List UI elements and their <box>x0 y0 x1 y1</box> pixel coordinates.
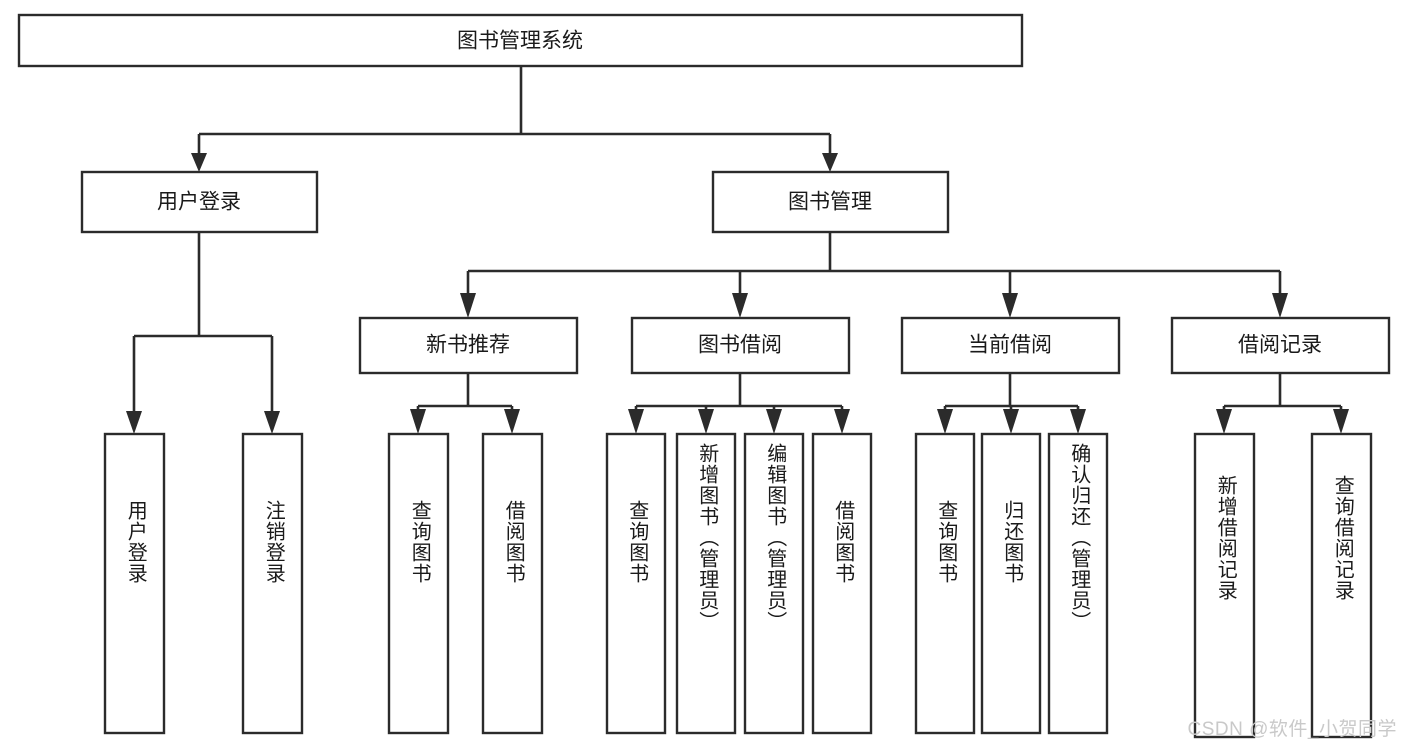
arrow-head-leaf-edit-book-admin <box>766 409 782 434</box>
node-box-leaf-edit-book-admin[interactable] <box>743 432 805 735</box>
node-label-book-borrow: 图书借阅 <box>698 334 782 357</box>
node-label-borrow-record: 借阅记录 <box>1238 334 1322 357</box>
arrow-head-current-borrow <box>1002 293 1018 318</box>
node-box-leaf-add-book-admin[interactable] <box>675 432 737 735</box>
node-box-leaf-borrow-book-rec[interactable] <box>481 432 544 735</box>
arrow-head-leaf-confirm-return-admin <box>1070 409 1086 434</box>
arrow-head-leaf-query-book-borrow <box>628 409 644 434</box>
arrow-head-leaf-add-borrow-record <box>1216 409 1232 434</box>
node-box-leaf-return-book[interactable] <box>980 432 1042 735</box>
node-box-book-borrow[interactable] <box>630 316 851 375</box>
arrow-head-leaf-query-book-current <box>937 409 953 434</box>
arrow-head-leaf-add-book-admin <box>698 409 714 434</box>
node-box-leaf-add-borrow-record[interactable] <box>1193 432 1256 739</box>
arrow-head-book-manage <box>822 153 838 172</box>
arrow-head-leaf-query-book-rec <box>410 409 426 434</box>
horizontal-label-layer: 图书管理系统 用户登录 图书管理 新书推荐 图书借阅 当前借阅 借阅记录 <box>157 30 1322 357</box>
node-box-borrow-record[interactable] <box>1170 316 1391 375</box>
arrow-head-user-login <box>191 153 207 172</box>
node-box-leaf-borrow-book[interactable] <box>811 432 873 735</box>
node-box-book-manage[interactable] <box>711 170 950 234</box>
arrow-head-leaf-borrow-book <box>834 409 850 434</box>
node-box-user-login[interactable] <box>80 170 319 234</box>
node-label-book-manage: 图书管理 <box>788 191 872 214</box>
node-label-root: 图书管理系统 <box>457 30 583 53</box>
node-layer <box>17 13 1391 739</box>
node-box-root[interactable] <box>17 13 1024 68</box>
arrow-head-leaf-logout-login <box>264 411 280 434</box>
node-label-new-book-recommend: 新书推荐 <box>426 334 510 357</box>
node-box-new-book-recommend[interactable] <box>358 316 579 375</box>
node-box-leaf-logout-login[interactable] <box>241 432 304 735</box>
arrow-head-borrow-record <box>1272 293 1288 318</box>
node-box-current-borrow[interactable] <box>900 316 1121 375</box>
arrow-head-leaf-user-login <box>126 411 142 434</box>
node-box-leaf-query-borrow-record[interactable] <box>1310 432 1373 739</box>
node-box-leaf-query-book-current[interactable] <box>914 432 976 735</box>
node-label-user-login: 用户登录 <box>157 191 241 214</box>
arrow-head-leaf-return-book <box>1003 409 1019 434</box>
csdn-watermark: CSDN @软件_小贺同学 <box>1187 719 1397 740</box>
node-box-leaf-query-book-borrow[interactable] <box>605 432 667 735</box>
connector-layer <box>126 66 1349 434</box>
arrow-head-book-borrow <box>732 293 748 318</box>
arrow-head-leaf-borrow-book-rec <box>504 409 520 434</box>
arrow-head-leaf-query-borrow-record <box>1333 409 1349 434</box>
arrow-head-new-book-recommend <box>460 293 476 318</box>
node-box-leaf-user-login[interactable] <box>103 432 166 735</box>
node-box-leaf-query-book-rec[interactable] <box>387 432 450 735</box>
node-label-current-borrow: 当前借阅 <box>968 334 1052 357</box>
node-box-leaf-confirm-return-admin[interactable] <box>1047 432 1109 735</box>
